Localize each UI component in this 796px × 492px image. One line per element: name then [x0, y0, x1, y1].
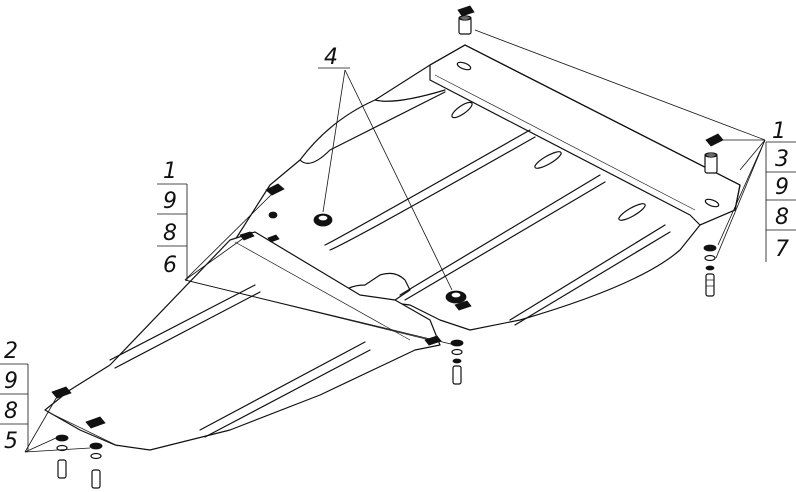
- plate-pad-4: [454, 300, 472, 311]
- front-plate: [44, 231, 441, 451]
- callout-center: 4: [318, 45, 350, 70]
- callout-tr-4: 7: [775, 237, 789, 262]
- callout-tr-1: 3: [775, 147, 789, 172]
- rear-rib-7: [509, 224, 666, 321]
- callout-ml-2: 8: [163, 221, 177, 246]
- rear-rib-2: [299, 91, 446, 164]
- bolt-center: [450, 339, 464, 385]
- bolt-right: [703, 244, 717, 297]
- front-rib-3: [199, 341, 366, 431]
- plate-pad-2: [267, 234, 280, 243]
- callout-bottom-left: 2 9 8 5: [0, 339, 29, 454]
- rear-plate: [234, 44, 741, 331]
- rear-rib-1: [374, 89, 446, 102]
- slot-3: [534, 151, 562, 169]
- rear-rib-3: [324, 129, 531, 246]
- rear-rib-4: [329, 136, 536, 251]
- bolt-bottom-left-2: [89, 442, 103, 489]
- rear-plate-flange: [429, 44, 741, 226]
- front-rib-1: [109, 284, 256, 361]
- slot-1: [456, 61, 472, 71]
- callout-ml-0: 1: [163, 159, 177, 184]
- bracket-mid-left: [265, 183, 285, 219]
- bracket-bl-2: [85, 416, 106, 429]
- stud-center-1: [313, 213, 333, 227]
- callout-ml-3: 6: [163, 253, 177, 278]
- rear-rib-5: [399, 174, 601, 296]
- callout-center-label: 4: [324, 45, 338, 70]
- callout-bl-2: 8: [4, 399, 18, 424]
- slot-2: [451, 101, 473, 119]
- rear-rib-8: [514, 231, 671, 326]
- bolt-bottom-left-1: [55, 434, 69, 479]
- bracket-right: [704, 133, 724, 174]
- callout-tr-3: 8: [775, 205, 789, 230]
- slot-5: [704, 198, 720, 208]
- callout-bl-1: 9: [4, 369, 18, 394]
- callout-tr-2: 9: [775, 175, 789, 200]
- leaders: [24, 29, 766, 453]
- stud-center-2: [445, 290, 467, 304]
- bracket-bl-1: [51, 386, 72, 399]
- callout-bl-0: 2: [4, 339, 18, 364]
- callout-mid-left: 1 9 8 6: [157, 159, 188, 280]
- slot-4: [618, 203, 646, 221]
- rear-rib-6: [404, 181, 606, 301]
- callout-ml-1: 9: [163, 189, 177, 214]
- front-rib-2: [114, 291, 261, 369]
- callout-top-right: 1 3 9 8 7: [765, 119, 796, 262]
- front-rib-4: [204, 349, 371, 438]
- callout-tr-0: 1: [772, 119, 786, 144]
- callout-bl-3: 5: [4, 429, 18, 454]
- bracket-top: [457, 5, 475, 35]
- plate-pad-3: [424, 335, 442, 346]
